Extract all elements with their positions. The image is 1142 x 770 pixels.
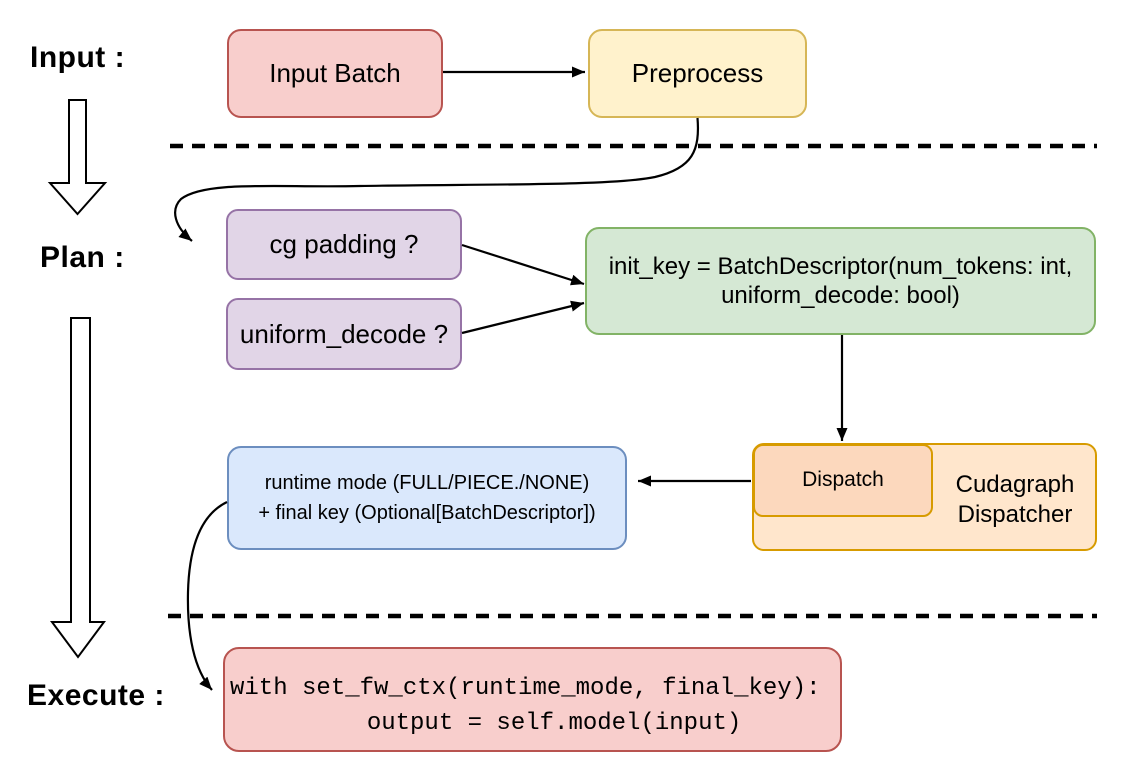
node-runtime-mode-line1: runtime mode (FULL/PIECE./NONE) [264,472,590,494]
node-cg-padding-label: cg padding ? [269,229,419,260]
node-preprocess: Preprocess [588,29,807,118]
code-line2: output = self.model(input) [309,710,742,737]
node-preprocess-label: Preprocess [631,58,764,89]
stage-label-execute: Execute : [27,679,165,712]
edge-cgpadding-initkey [461,243,585,286]
code-line1: with set_fw_ctx(runtime_mode, final_key)… [230,675,821,702]
stage-arrow-input-to-plan [47,99,108,216]
node-execute-code: with set_fw_ctx(runtime_mode, final_key)… [223,647,842,752]
edge-runtimemode-execcode [186,501,228,691]
node-dispatch: Dispatch [753,444,933,517]
cudagraph-line1: Cudagraph [955,471,1075,498]
node-input-batch: Input Batch [227,29,443,118]
node-cg-padding: cg padding ? [226,209,462,280]
stage-label-plan: Plan : [40,241,125,274]
cudagraph-line2: Dispatcher [957,501,1073,528]
execute-code-block: with set_fw_ctx(runtime_mode, final_key)… [230,671,821,741]
stage-arrow-plan-to-execute [50,317,106,659]
node-uniform-decode: uniform_decode ? [226,298,462,370]
node-runtime-mode: runtime mode (FULL/PIECE./NONE) + final … [227,446,627,550]
edge-uniformdecode-initkey [461,300,585,335]
node-input-batch-label: Input Batch [269,58,401,89]
stage-label-input: Input : [30,41,126,74]
node-init-key: init_key = BatchDescriptor(num_tokens: i… [585,227,1096,335]
node-uniform-decode-label: uniform_decode ? [239,318,449,349]
node-init-key-line2: uniform_decode: bool) [721,282,960,309]
node-cudagraph-dispatcher-label: Cudagraph Dispatcher [933,470,1097,530]
node-runtime-mode-line2: + final key (Optional[BatchDescriptor]) [258,502,596,524]
node-init-key-line1: init_key = BatchDescriptor(num_tokens: i… [608,253,1073,280]
node-dispatch-label: Dispatch [802,468,884,492]
